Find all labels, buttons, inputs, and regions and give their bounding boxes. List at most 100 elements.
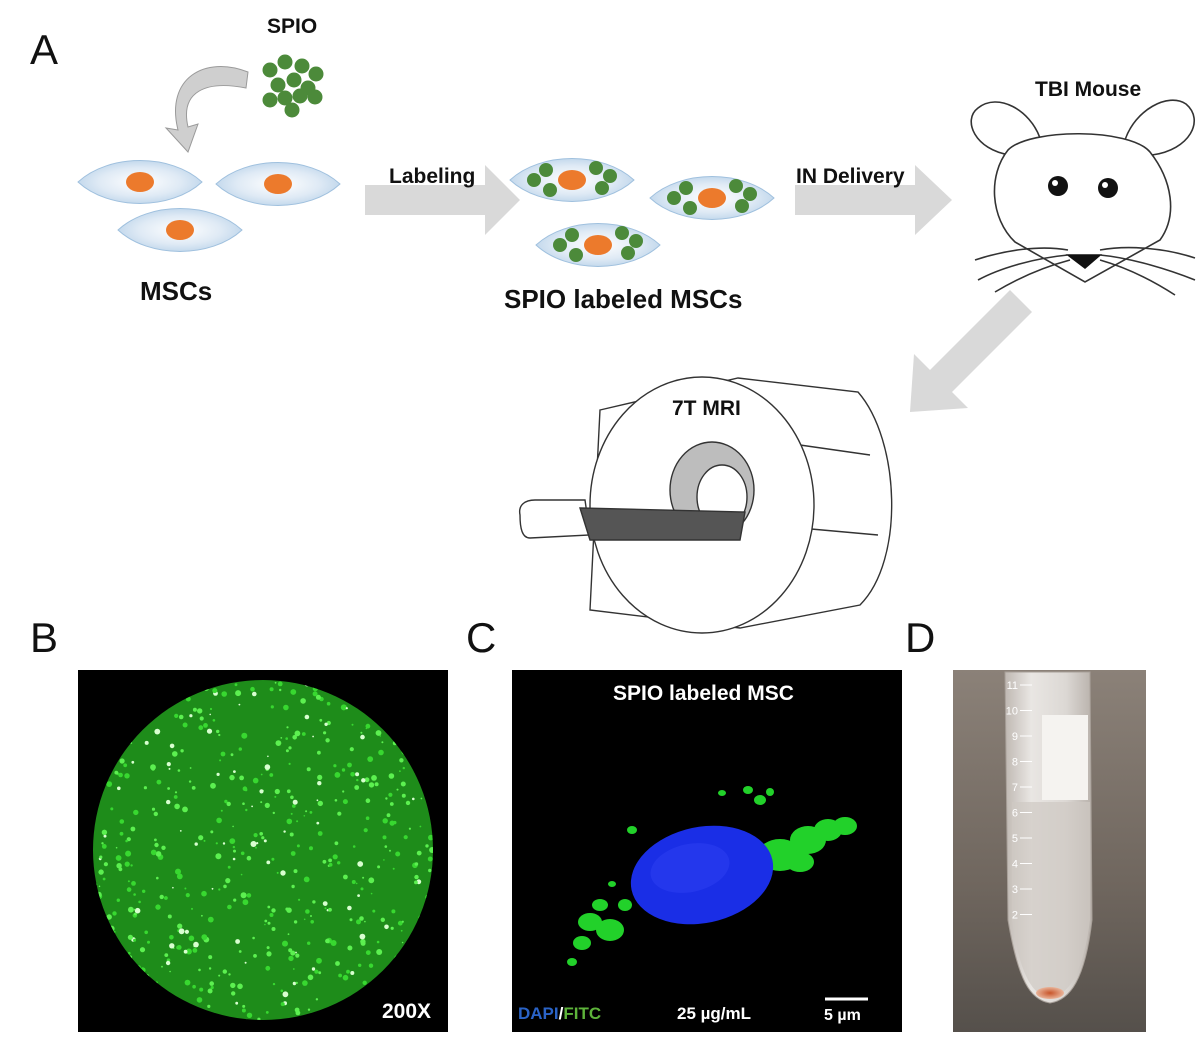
speckle [401,920,404,923]
speckle [342,790,345,793]
speckle [271,857,275,861]
speckle [325,738,330,743]
speckle [346,969,350,974]
speckle [303,815,306,817]
fitc-granule [567,958,577,966]
speckle [365,816,370,820]
speckle [396,788,399,791]
speckle [355,882,358,885]
labeled-msc-cells [509,158,775,267]
speckle [317,750,321,755]
speckle [130,826,136,832]
mouse-left-whiskers [974,247,1071,293]
speckle [224,799,228,804]
speckle [227,865,231,869]
mri-table [579,507,746,541]
speckle [225,878,231,884]
speckle [103,834,107,838]
nucleus [558,170,586,190]
speckle [106,914,112,920]
speckle [131,881,136,886]
speckle [150,849,157,856]
speckle [144,740,149,745]
speckle [169,743,175,749]
speckle [380,917,385,922]
speckle [385,797,388,800]
tube-mark-label: 2 [1012,910,1018,922]
speckle [210,782,216,789]
speckle [101,844,107,849]
speckle [221,691,227,697]
speckle [324,907,327,910]
speckle [300,698,306,704]
speckle [220,751,226,757]
speckle [290,950,296,956]
speckle [218,974,221,977]
speckle [198,725,204,731]
speckle [328,862,333,867]
speckle [156,779,162,785]
speckle [216,772,220,777]
speckle [399,770,401,773]
speckle [368,877,375,884]
spio-particle [553,238,567,252]
speckle [189,767,192,769]
speckle [229,838,236,844]
speckle [310,915,312,917]
speckle [307,974,314,981]
speckle [166,799,171,805]
tube-label [1042,715,1088,800]
speckle [412,797,415,801]
speckle [350,971,355,975]
speckle [99,855,103,859]
mouse-illustration [970,99,1196,296]
speckle [276,871,279,874]
speckle [382,818,388,824]
speckle [241,732,248,739]
speckle [428,834,433,841]
speckle [115,846,118,849]
speckle [241,1008,246,1013]
speckle [310,920,315,924]
speckle [209,713,211,716]
speckle [116,863,122,869]
speckle [295,981,298,985]
speckle [287,933,290,936]
speckle [264,802,270,809]
speckle [296,820,299,823]
speckle [349,918,353,922]
dapi-label: DAPI [518,1004,559,1023]
speckle [119,819,125,824]
speckle [362,876,365,879]
speckle [252,936,255,940]
speckle [114,770,119,775]
spio-particle [286,72,302,88]
speckle [290,812,293,815]
speckle [264,923,266,926]
speckle [349,747,354,752]
speckle [216,817,222,824]
speckle [341,768,346,772]
tube-mark-label: 6 [1012,808,1018,820]
speckle [210,985,214,990]
speckle [238,950,242,953]
panel-a: A SPIO MSCs Labeling SPIO labeled MSCs I… [30,15,1196,634]
tube-liquid [1012,802,1090,998]
speckle [342,799,348,805]
mri-label: 7T MRI [672,397,741,420]
speckle [130,864,133,867]
speckle [384,845,388,848]
nucleus [698,188,726,208]
speckle [184,929,189,934]
panel-letter-b: B [30,614,58,661]
speckle [264,764,271,770]
spio-particle [629,234,643,248]
speckle [318,971,322,975]
speckle [227,904,232,910]
speckle [203,839,206,842]
fitc-granule [754,795,766,805]
speckle [161,965,163,968]
speckle [185,948,192,955]
speckle [255,846,257,849]
fitc-granule [578,913,602,931]
